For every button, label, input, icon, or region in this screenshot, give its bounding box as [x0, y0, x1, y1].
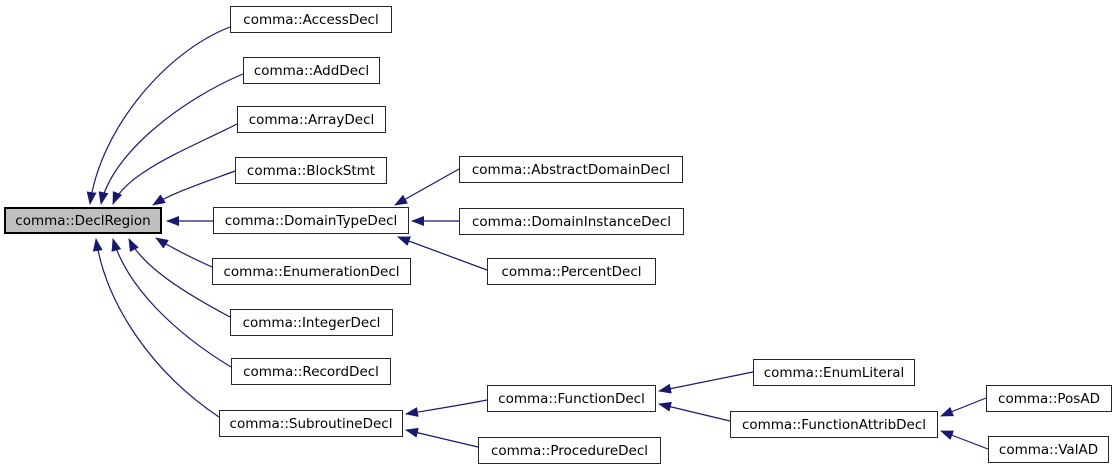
node-comma-enumliteral[interactable]: comma::EnumLiteral: [753, 359, 915, 386]
node-comma-adddecl[interactable]: comma::AddDecl: [243, 57, 380, 84]
edge-recorddecl-declregion: [111, 238, 232, 368]
node-comma-arraydecl[interactable]: comma::ArrayDecl: [237, 106, 386, 133]
edge-integerdecl-declregion: [128, 238, 231, 318]
node-comma-declregion: comma::DeclRegion: [4, 207, 162, 234]
edge-adddecl-declregion: [98, 73, 244, 205]
node-comma-percentdecl[interactable]: comma::PercentDecl: [487, 258, 656, 285]
node-comma-functiondecl[interactable]: comma::FunctionDecl: [487, 385, 656, 412]
edge-proceduredecl-subroutinedecl: [405, 427, 479, 448]
node-comma-domaininstancedecl[interactable]: comma::DomainInstanceDecl: [459, 208, 684, 235]
node-comma-posad[interactable]: comma::PosAD: [986, 385, 1112, 412]
node-comma-valad[interactable]: comma::ValAD: [988, 436, 1109, 463]
node-comma-proceduredecl[interactable]: comma::ProcedureDecl: [478, 437, 661, 464]
node-comma-recorddecl[interactable]: comma::RecordDecl: [231, 358, 391, 385]
edge-accessdecl-declregion: [86, 26, 231, 205]
edge-percentdecl-domaintypedecl: [397, 236, 488, 271]
edge-subroutinedecl-declregion: [92, 238, 220, 418]
edge-abstractdomaindecl-domaintypedecl: [394, 168, 460, 206]
edge-arraydecl-declregion: [112, 123, 238, 205]
node-comma-abstractdomaindecl[interactable]: comma::AbstractDomainDecl: [459, 156, 683, 183]
edge-functionattribdecl-functiondecl: [658, 401, 731, 422]
node-comma-accessdecl[interactable]: comma::AccessDecl: [230, 6, 392, 33]
edge-valad-functionattribdecl: [940, 430, 989, 450]
edge-posad-functionattribdecl: [940, 397, 987, 417]
node-comma-enumerationdecl[interactable]: comma::EnumerationDecl: [212, 258, 411, 285]
edge-blockstmt-declregion: [152, 170, 236, 206]
edge-enumerationdecl-declregion: [155, 237, 213, 268]
node-comma-domaintypedecl[interactable]: comma::DomainTypeDecl: [213, 207, 409, 234]
edge-functiondecl-subroutinedecl: [405, 399, 488, 417]
node-comma-integerdecl[interactable]: comma::IntegerDecl: [230, 309, 393, 336]
node-comma-subroutinedecl[interactable]: comma::SubroutineDecl: [219, 410, 403, 437]
node-comma-functionattribdecl[interactable]: comma::FunctionAttribDecl: [730, 411, 938, 438]
node-comma-blockstmt[interactable]: comma::BlockStmt: [235, 157, 387, 184]
edge-enumliteral-functiondecl: [658, 371, 754, 394]
